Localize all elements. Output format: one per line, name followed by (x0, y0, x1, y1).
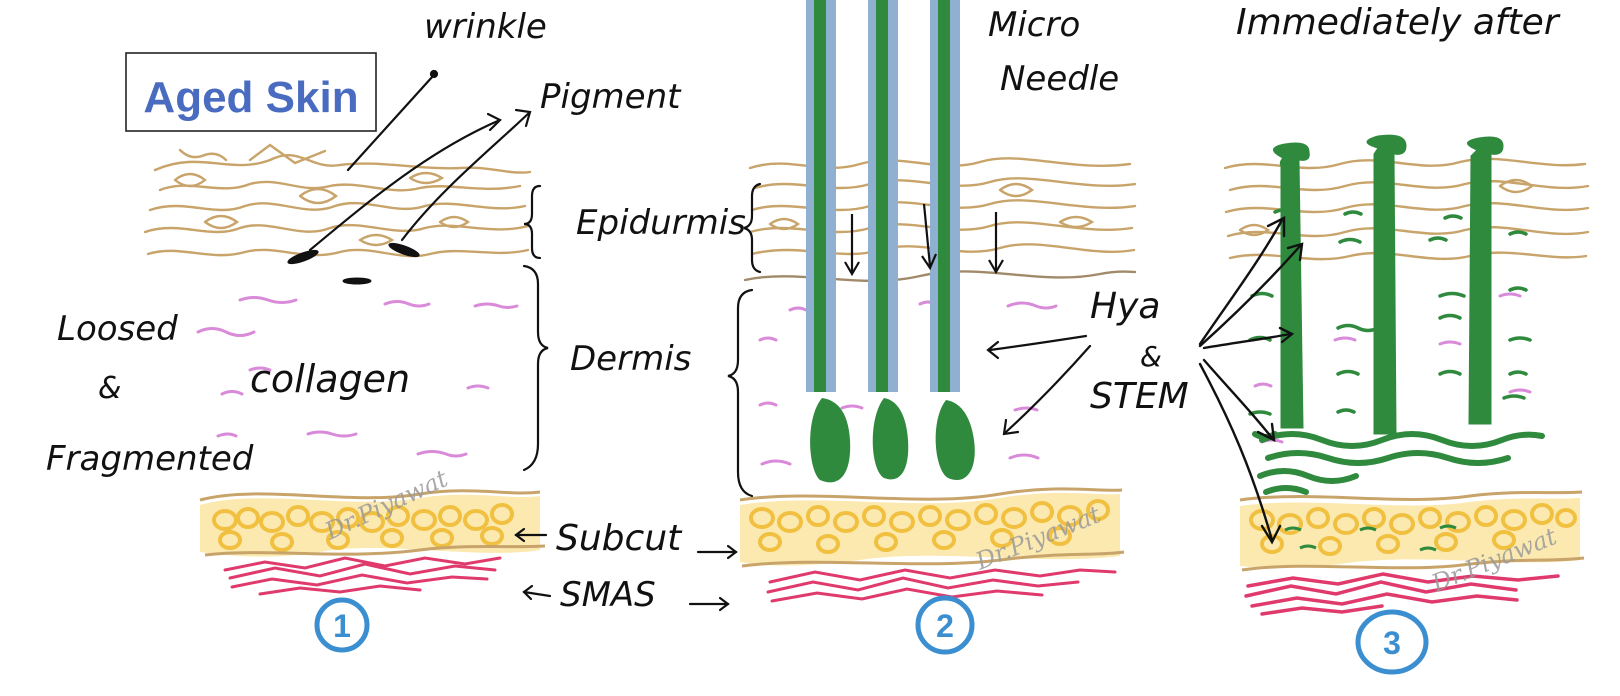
title-box (125, 52, 377, 132)
annotation-arrows-3 (1198, 216, 1304, 545)
label-immediately-after: Immediately after (1236, 2, 1561, 43)
panel-number-3: 3 (1355, 609, 1429, 675)
panel-aged-skin: Aged Skin (46, 7, 746, 653)
title-text: Aged Skin (143, 73, 358, 122)
collagen-fibers-1 (196, 296, 519, 458)
label-stem: STEM (1090, 376, 1189, 417)
label-pigment: Pigment (540, 77, 682, 117)
epidermis-layer-1 (143, 143, 532, 258)
collagen-fibers-2 (758, 300, 1058, 466)
panel-number-2: 2 (915, 595, 975, 655)
smas-layer-1 (223, 556, 502, 596)
svg-text:1: 1 (333, 608, 351, 644)
label-loosed: Loosed (57, 309, 178, 349)
label-epidermis: Epidurmis (576, 203, 746, 243)
down-arrows (844, 203, 1004, 277)
label-hya: Hya (1090, 286, 1160, 327)
channels-filled (1273, 134, 1504, 435)
svg-text:2: 2 (936, 608, 954, 644)
smas-layer-2 (766, 568, 1117, 603)
label-fragmented: Fragmented (46, 439, 254, 479)
label-collagen: collagen (250, 357, 410, 401)
label-dermis: Dermis (570, 339, 691, 379)
label-needle: Needle (1000, 59, 1119, 99)
panel-micro-needle: Micro Needle Hya & STEM Dr.Piyawat 2 (688, 0, 1189, 655)
label-and: & (98, 371, 121, 406)
deposits-bottom (1252, 431, 1545, 495)
annotation-arrows-1 (308, 69, 552, 601)
label-wrinkle: wrinkle (424, 7, 547, 47)
subcut-fat-2 (739, 487, 1125, 568)
pigment-spots (287, 242, 420, 285)
panel-immediately-after: Immediately after Dr.Piyawat 3 (1198, 2, 1590, 675)
subcut-fat-3 (1239, 490, 1585, 572)
subcut-fat-1 (199, 489, 546, 557)
panel-number-1: 1 (314, 597, 370, 653)
label-subcut: Subcut (556, 518, 683, 559)
label-and-2: & (1140, 340, 1162, 373)
label-smas: SMAS (560, 575, 656, 615)
micro-needles (806, 0, 975, 483)
annotation-arrows-2 (688, 182, 1092, 612)
svg-text:3: 3 (1383, 625, 1401, 661)
label-micro: Micro (988, 5, 1080, 45)
smas-layer-3 (1244, 572, 1560, 616)
new-collagen-green (1248, 208, 1532, 416)
